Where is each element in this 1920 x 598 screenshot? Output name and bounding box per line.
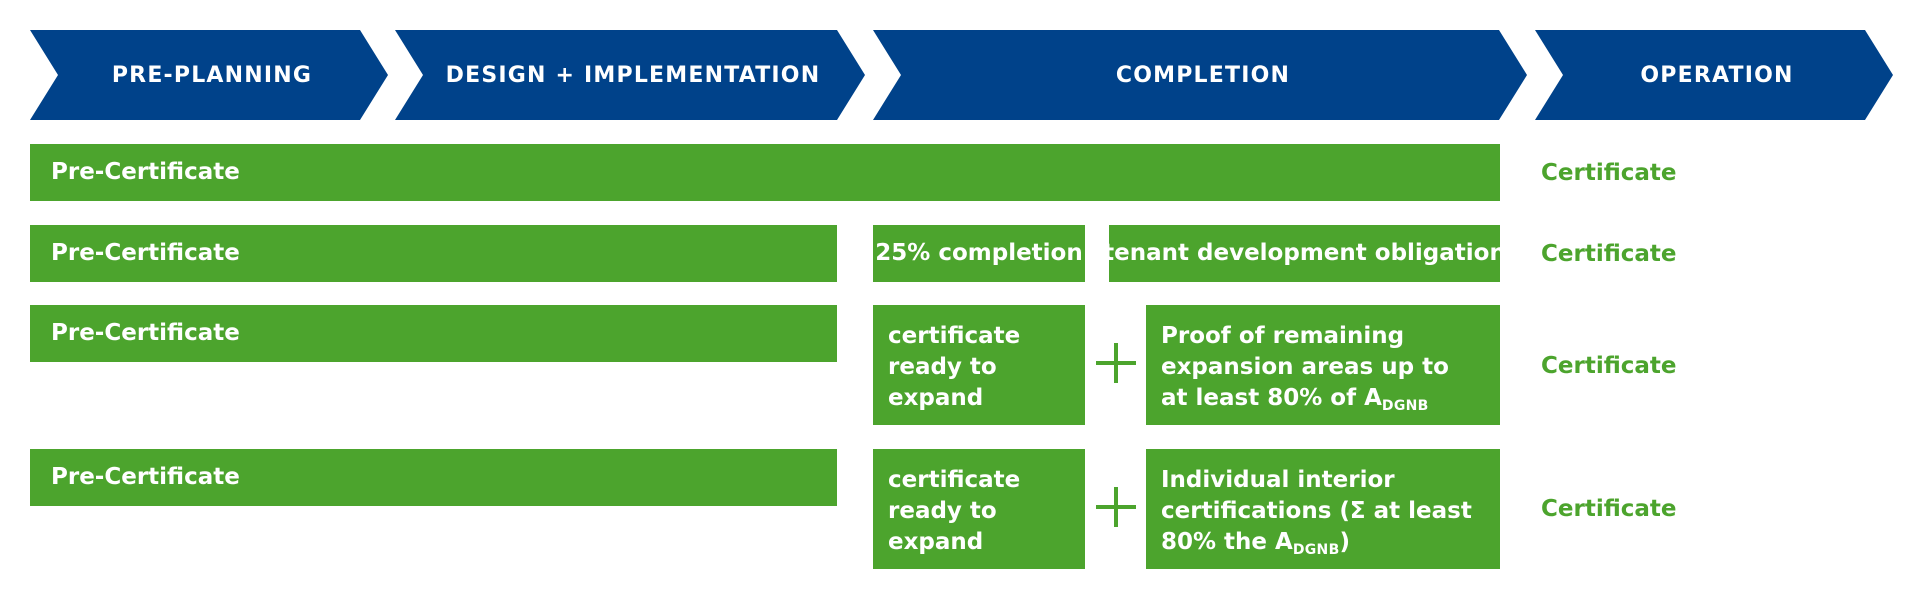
ready-line: expand	[888, 385, 984, 411]
proof-line: Proof of remaining	[1161, 323, 1405, 349]
ready-line: ready to	[888, 354, 997, 380]
ready-line: certificate	[888, 467, 1021, 493]
dgnb-subscript: DGNB	[1381, 398, 1429, 414]
ready-line: expand	[888, 529, 984, 555]
phase-operation: OPERATION	[1535, 30, 1893, 120]
pre-certificate-label: Pre-Certificate	[51, 240, 240, 266]
pre-certificate-bar: Pre-Certificate	[30, 144, 1500, 201]
tenant-obligation-box: tenant development obligation	[1103, 225, 1506, 282]
proof-line-last: 80% the ADGNB)	[1161, 527, 1486, 566]
certificate-label: Certificate	[1541, 353, 1677, 379]
completion-label: 25% completion	[875, 240, 1083, 266]
phase-completion: COMPLETION	[873, 30, 1527, 120]
phase-label: COMPLETION	[1115, 62, 1291, 88]
plus-icon	[1096, 487, 1136, 527]
pre-certificate-bar: Pre-Certificate	[30, 225, 837, 282]
phase-pre-planning: PRE-PLANNING	[30, 30, 388, 120]
ready-to-expand-box: certificate ready to expand	[873, 305, 1085, 425]
completion-box: 25% completion	[873, 225, 1085, 282]
pre-certificate-bar: Pre-Certificate	[30, 305, 837, 362]
proof-line: expansion areas up to	[1161, 354, 1449, 380]
tenant-obligation-label: tenant development obligation	[1103, 240, 1506, 266]
proof-line-suffix: )	[1339, 529, 1351, 555]
proof-line-last: at least 80% of ADGNB	[1161, 383, 1486, 422]
pre-certificate-label: Pre-Certificate	[51, 464, 240, 490]
proof-line: certifications (Σ at least	[1161, 498, 1472, 524]
ready-to-expand-box: certificate ready to expand	[873, 449, 1085, 569]
phase-label: OPERATION	[1640, 62, 1794, 88]
certificate-label: Certificate	[1541, 241, 1677, 267]
pre-certificate-bar: Pre-Certificate	[30, 449, 837, 506]
proof-line-prefix: 80% the A	[1161, 529, 1293, 555]
phase-label: DESIGN + IMPLEMENTATION	[445, 62, 821, 88]
dgnb-subscript: DGNB	[1292, 542, 1340, 558]
certificate-label: Certificate	[1541, 160, 1677, 186]
pre-certificate-label: Pre-Certificate	[51, 320, 240, 346]
ready-line: certificate	[888, 323, 1021, 349]
proof-line-prefix: at least 80% of A	[1161, 385, 1382, 411]
phase-label: PRE-PLANNING	[111, 62, 313, 88]
certificate-label: Certificate	[1541, 496, 1677, 522]
pre-certificate-label: Pre-Certificate	[51, 159, 240, 185]
plus-icon	[1096, 343, 1136, 383]
phase-design-implementation: DESIGN + IMPLEMENTATION	[395, 30, 865, 120]
interior-certifications-box: Individual interior certifications (Σ at…	[1146, 449, 1500, 569]
ready-line: ready to	[888, 498, 997, 524]
proof-remaining-box: Proof of remaining expansion areas up to…	[1146, 305, 1500, 425]
proof-line: Individual interior	[1161, 467, 1395, 493]
